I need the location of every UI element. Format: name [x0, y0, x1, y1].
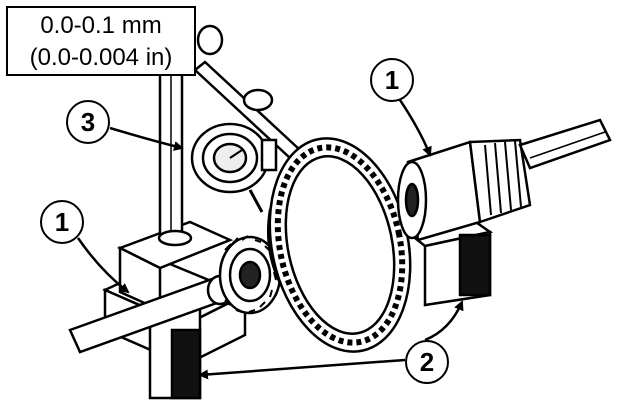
callout-support-blocks: 2: [405, 340, 449, 384]
right-side-bearing: [396, 118, 612, 242]
indicator-post: [157, 68, 193, 247]
backlash-specification-box: 0.0-0.1 mm (0.0-0.004 in): [6, 6, 196, 76]
ring-gear: [268, 137, 412, 353]
callout-dial-indicator: 3: [66, 100, 110, 144]
spec-metric-value: 0.0-0.1 mm: [40, 12, 162, 39]
callout-left-side-bearing: 1: [40, 200, 84, 244]
indicator-arm: [193, 24, 302, 160]
left-side-bearing: [218, 235, 282, 315]
leader-lines: [76, 99, 464, 380]
spec-imperial-value: (0.0-0.004 in): [29, 44, 173, 71]
callout-right-side-bearing: 1: [370, 58, 414, 102]
dial-indicator: [190, 122, 278, 213]
